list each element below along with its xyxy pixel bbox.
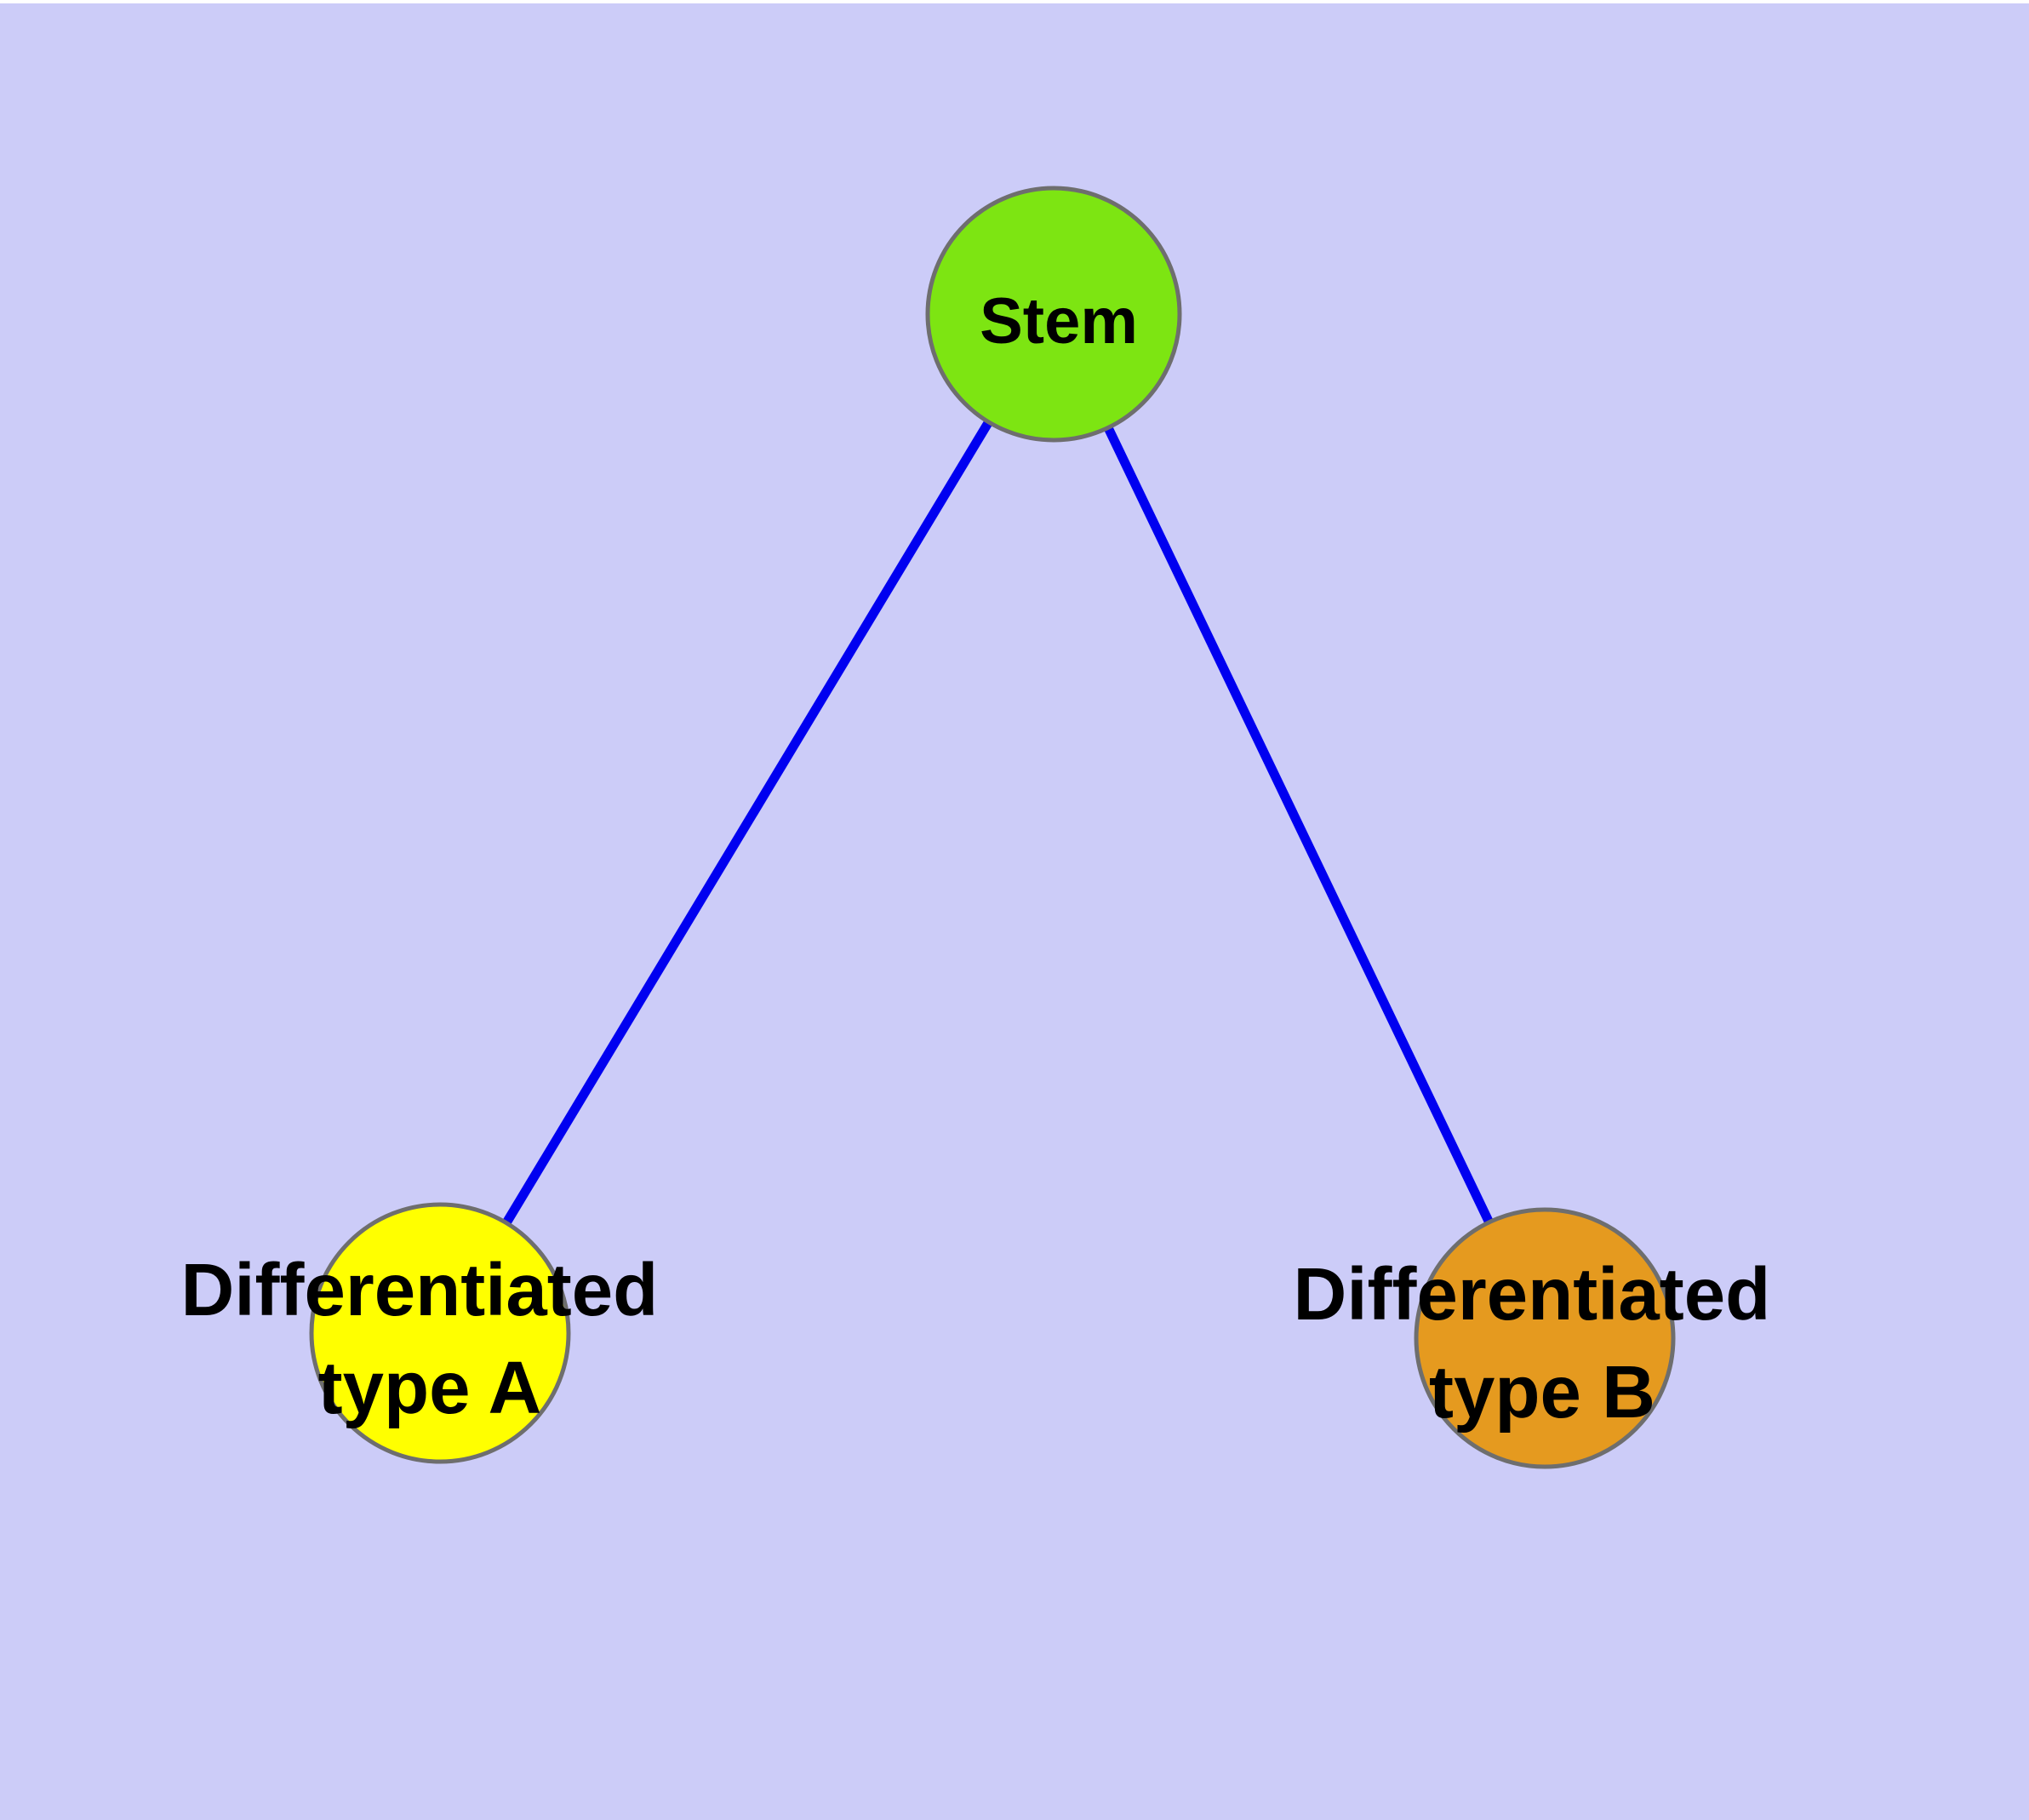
node-type-b-label-line2: type B	[1429, 1351, 1655, 1434]
node-type-b-label: Differentiated type B	[1294, 1253, 1792, 1434]
node-type-a-label-line1: Differentiated	[181, 1249, 659, 1331]
node-stem-circle	[925, 186, 1182, 443]
node-type-a-label-line2: type A	[318, 1347, 542, 1429]
top-white-strip	[0, 0, 2029, 3]
node-stem-label: Stem	[980, 285, 1138, 358]
node-type-b-label-line1: Differentiated	[1294, 1253, 1771, 1336]
edge-stem-to-type-b	[1049, 312, 1549, 1341]
node-type-a-circle	[309, 1202, 571, 1464]
edge-stem-to-type-a	[436, 312, 1058, 1336]
node-type-b-circle	[1414, 1207, 1676, 1469]
node-type-a-label: Differentiated type A	[181, 1249, 679, 1429]
